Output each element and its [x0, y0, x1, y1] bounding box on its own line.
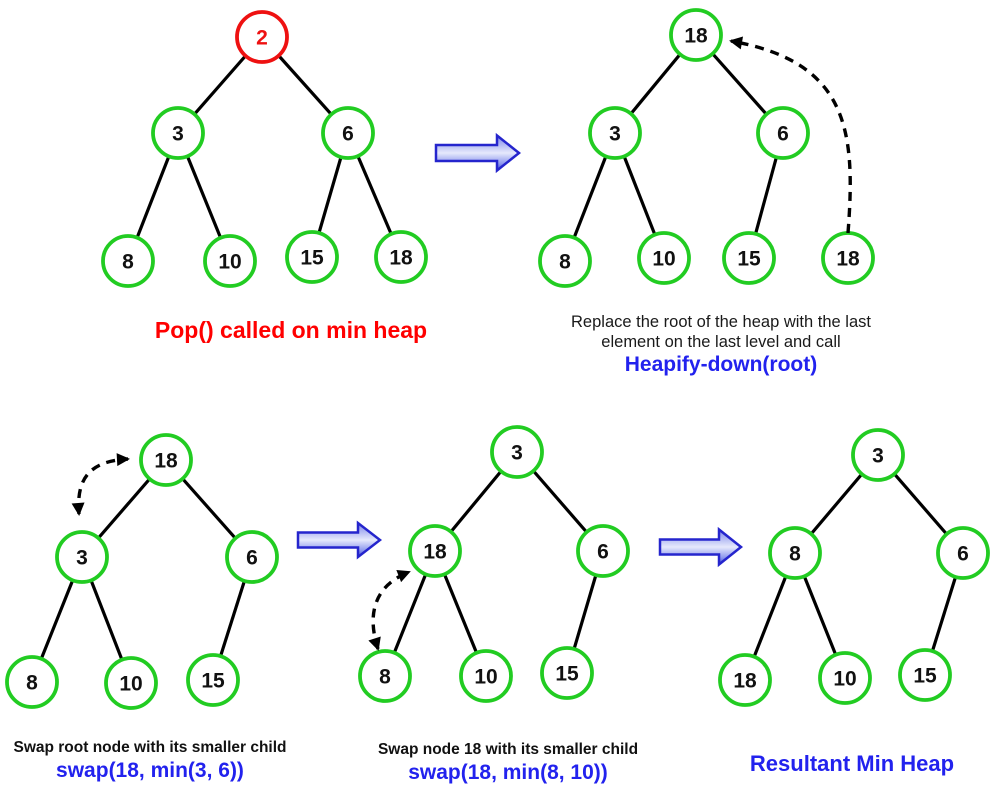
tree-node-circle-10	[818, 651, 872, 705]
tree-node-value: 10	[833, 668, 856, 691]
tree-node-circle-6	[225, 530, 279, 584]
tree-node-circle-10	[459, 649, 513, 703]
tree-node-circle-8	[358, 649, 412, 703]
tree-node-value: 3	[609, 123, 621, 146]
swap-dashed-arrow	[368, 570, 411, 651]
tree-node-circle-18	[669, 8, 723, 62]
tree-node-value: 8	[379, 666, 391, 689]
tree-node-circle-3	[490, 425, 544, 479]
tree-node-circle-18	[718, 653, 772, 707]
tree-node-circle-6	[756, 106, 810, 160]
tree-node-circle-8	[101, 234, 155, 288]
tree-node-value: 18	[836, 248, 860, 271]
tree-node-value: 18	[154, 450, 178, 473]
tree-node-circle-6	[321, 106, 375, 160]
tree-node-value: 8	[789, 543, 801, 566]
tree-node-value: 6	[777, 123, 789, 146]
tree-node-circle-6	[576, 524, 630, 578]
tree-node-circle-15	[186, 653, 240, 707]
tree-node-value: 18	[389, 247, 413, 270]
tree-node-value: 10	[218, 251, 241, 274]
tree-node-value: 15	[913, 665, 937, 688]
tree-node-circle-2	[235, 10, 289, 64]
tree-node-value: 10	[474, 666, 497, 689]
tree-node-circle-15	[898, 648, 952, 702]
tree-node-value: 18	[684, 25, 708, 48]
swap-dashed-arrow	[71, 453, 130, 516]
tree-node-circle-6	[936, 526, 990, 580]
tree-node-circle-8	[538, 234, 592, 288]
tree-node-circle-15	[540, 646, 594, 700]
flow-arrow-bottom-left	[296, 520, 383, 560]
tree-node-circle-18	[374, 230, 428, 284]
tree-node-value: 18	[423, 541, 447, 564]
tree-node-circle-10	[203, 234, 257, 288]
tree-node-value: 6	[342, 123, 354, 146]
tree-node-value: 15	[300, 247, 324, 270]
tree-node-circle-8	[5, 655, 59, 709]
tree-node-value: 3	[76, 547, 88, 570]
flow-arrow-top	[434, 132, 522, 174]
tree-node-value: 8	[122, 251, 134, 274]
tree-node-value: 6	[246, 547, 258, 570]
tree-node-value: 15	[555, 663, 579, 686]
tree-node-value: 8	[26, 672, 38, 695]
tree-node-value: 10	[119, 673, 142, 696]
tree-node-value: 6	[597, 541, 609, 564]
flow-arrow-bottom-right	[658, 526, 744, 568]
tree-node-circle-3	[55, 530, 109, 584]
tree-resultant-min-heap: 3 8 6 18 10 15	[718, 428, 990, 707]
tree-root-replaced-with-last-element: 18 3 6 8 10 15 18	[538, 8, 875, 288]
tree-node-circle-15	[722, 231, 776, 285]
tree-node-value: 10	[652, 248, 675, 271]
tree-swap-root-with-smaller-child: 18 3 6 8 10 15	[5, 433, 279, 710]
swap-dashed-arrow	[729, 36, 852, 234]
tree-node-circle-8	[768, 526, 822, 580]
tree-node-circle-10	[637, 231, 691, 285]
tree-swap-18-with-smaller-child: 3 18 6 8 10 15	[358, 425, 630, 703]
tree-node-value: 18	[733, 670, 757, 693]
tree-node-value: 2	[256, 27, 268, 50]
tree-node-value: 8	[559, 251, 571, 274]
tree-node-value: 6	[957, 543, 969, 566]
tree-node-value: 3	[872, 445, 884, 468]
tree-node-circle-18	[139, 433, 193, 487]
tree-node-circle-18	[408, 524, 462, 578]
tree-initial-min-heap: 2 3 6 8 10 15 18	[101, 10, 428, 288]
tree-node-value: 3	[172, 123, 184, 146]
tree-node-value: 15	[737, 248, 761, 271]
tree-node-value: 15	[201, 670, 225, 693]
tree-node-circle-3	[851, 428, 905, 482]
tree-node-circle-10	[104, 656, 158, 710]
tree-node-circle-3	[588, 106, 642, 160]
tree-node-circle-15	[285, 230, 339, 284]
tree-node-circle-3	[151, 106, 205, 160]
tree-node-value: 3	[511, 442, 523, 465]
